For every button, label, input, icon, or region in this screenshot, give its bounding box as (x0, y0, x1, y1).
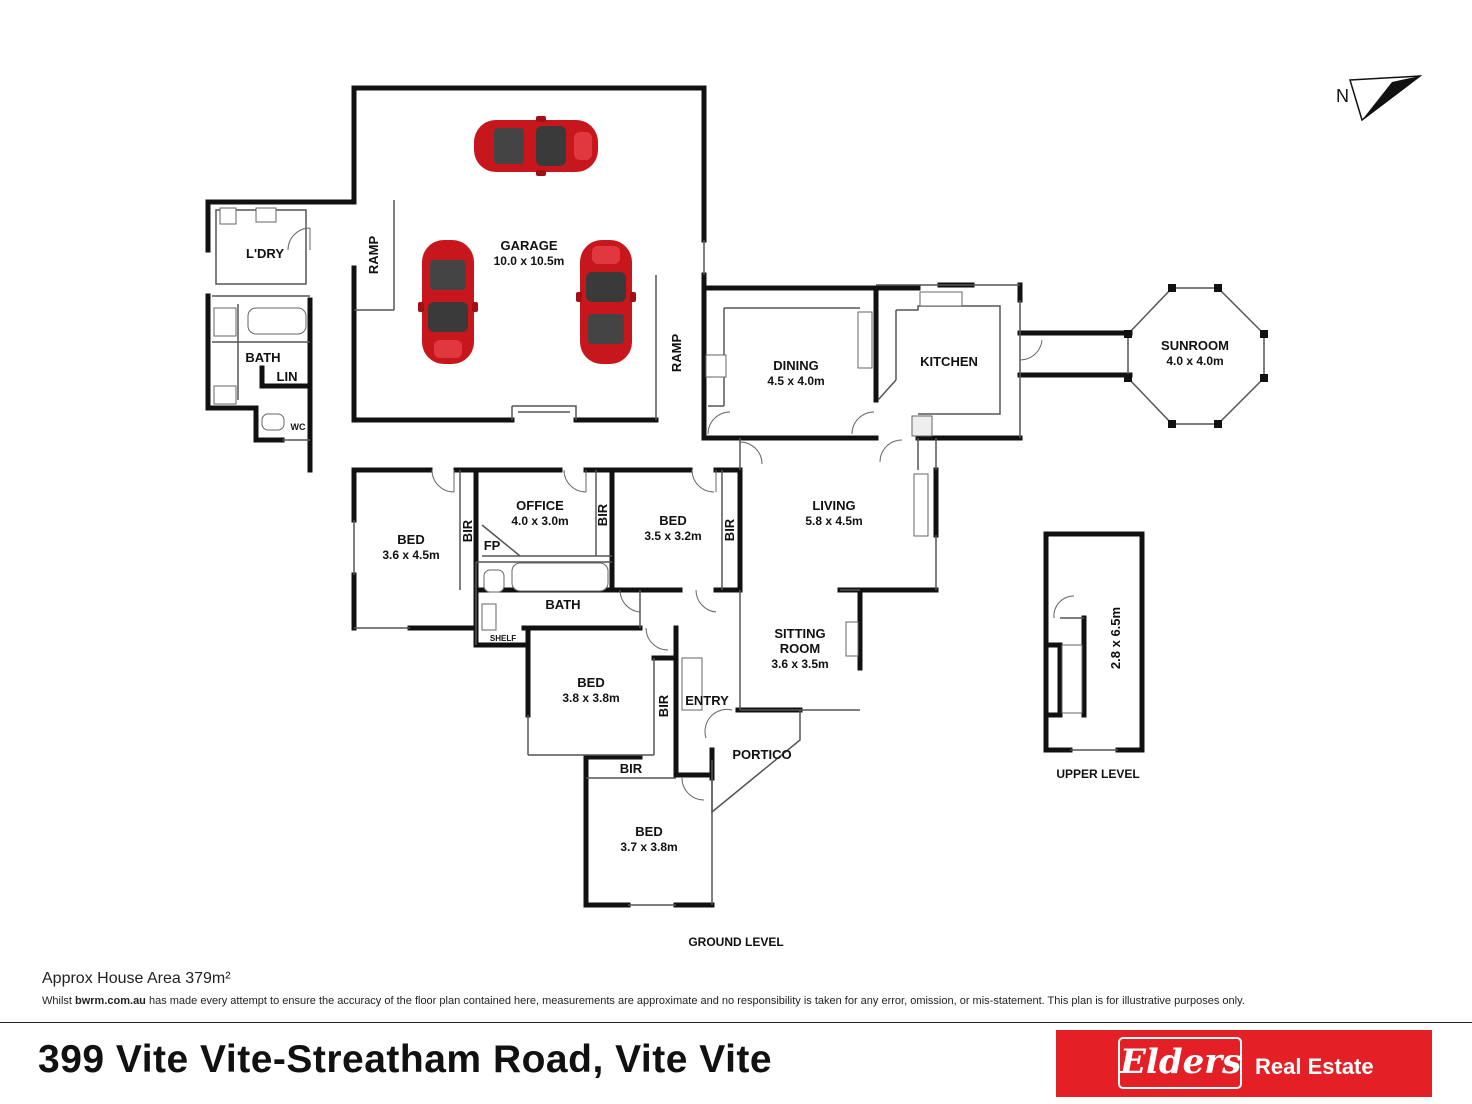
room-labels: L'DRY BATH LIN WC GARAGE 10.0 x 10.5m RA… (245, 236, 1229, 949)
disclaimer: Whilst bwrm.com.au has made every attemp… (42, 995, 1245, 1007)
garage-size: 10.0 x 10.5m (494, 254, 565, 268)
sunroom-walls (1124, 284, 1268, 428)
thin-walls (212, 200, 1118, 906)
car-icon (576, 240, 636, 364)
garage-label: GARAGE (500, 238, 557, 253)
bath2-label: BATH (545, 597, 580, 612)
living-label: LIVING (812, 498, 855, 513)
bir3-label: BIR (722, 518, 737, 541)
door-swings (287, 227, 1075, 801)
bed4-label: BED (635, 824, 662, 839)
disclaimer-suffix: has made every attempt to ensure the acc… (145, 995, 1245, 1007)
office-label: OFFICE (516, 498, 564, 513)
bed1-size: 3.6 x 4.5m (382, 548, 439, 562)
bed4-size: 3.7 x 3.8m (620, 840, 677, 854)
bed3-size: 3.8 x 3.8m (562, 691, 619, 705)
car-icon (418, 240, 478, 364)
fp-label: FP (484, 538, 501, 553)
sunroom-label: SUNROOM (1161, 338, 1229, 353)
walls (205, 85, 1145, 908)
floor-plan: N L'DRY BATH LIN WC GARAGE 10.0 x 10.5m … (205, 75, 1423, 949)
wc-label: WC (291, 422, 306, 432)
sitting-label-line2: ROOM (780, 641, 820, 656)
bed2-size: 3.5 x 3.2m (644, 529, 701, 543)
bir1-label: BIR (460, 519, 475, 542)
bed2-label: BED (659, 513, 686, 528)
brand-label: Real Estate (1255, 1054, 1374, 1079)
laundry-label: L'DRY (246, 246, 284, 261)
portico-label: PORTICO (732, 747, 791, 762)
ramp2-label: RAMP (669, 334, 684, 373)
compass-label: N (1336, 86, 1349, 106)
sitting-label-line1: SITTING (774, 626, 825, 641)
entry-label: ENTRY (685, 693, 729, 708)
property-address: 399 Vite Vite-Streatham Road, Vite Vite (38, 1038, 773, 1081)
fixtures (213, 207, 1083, 714)
bir4-label: BIR (656, 694, 671, 717)
office-size: 4.0 x 3.0m (511, 514, 568, 528)
compass-icon: N (1336, 75, 1423, 122)
ramp1-label: RAMP (366, 236, 381, 275)
kitchen-label: KITCHEN (920, 354, 978, 369)
bath1-label: BATH (245, 350, 280, 365)
sunroom-size: 4.0 x 4.0m (1166, 354, 1223, 368)
sitting-size: 3.6 x 3.5m (771, 657, 828, 671)
elders-logo: Elders (1118, 1037, 1242, 1089)
upper-level-label: UPPER LEVEL (1056, 767, 1139, 781)
upper-size: 2.8 x 6.5m (1108, 607, 1123, 669)
divider (0, 1022, 1472, 1023)
dining-size: 4.5 x 4.0m (767, 374, 824, 388)
linen-label: LIN (277, 369, 298, 384)
car-icon (474, 116, 598, 176)
dining-label: DINING (773, 358, 819, 373)
bir2-label: BIR (595, 503, 610, 526)
living-size: 5.8 x 4.5m (805, 514, 862, 528)
ground-level-label: GROUND LEVEL (688, 935, 783, 949)
disclaimer-prefix: Whilst (42, 995, 75, 1007)
disclaimer-site: bwrm.com.au (75, 995, 146, 1007)
brand-banner: Elders Real Estate (1056, 1030, 1432, 1097)
bed3-label: BED (577, 675, 604, 690)
bir5-label: BIR (620, 761, 643, 776)
shelf-label: SHELF (490, 634, 516, 643)
bed1-label: BED (397, 532, 424, 547)
house-area: Approx House Area 379m² (42, 970, 231, 987)
